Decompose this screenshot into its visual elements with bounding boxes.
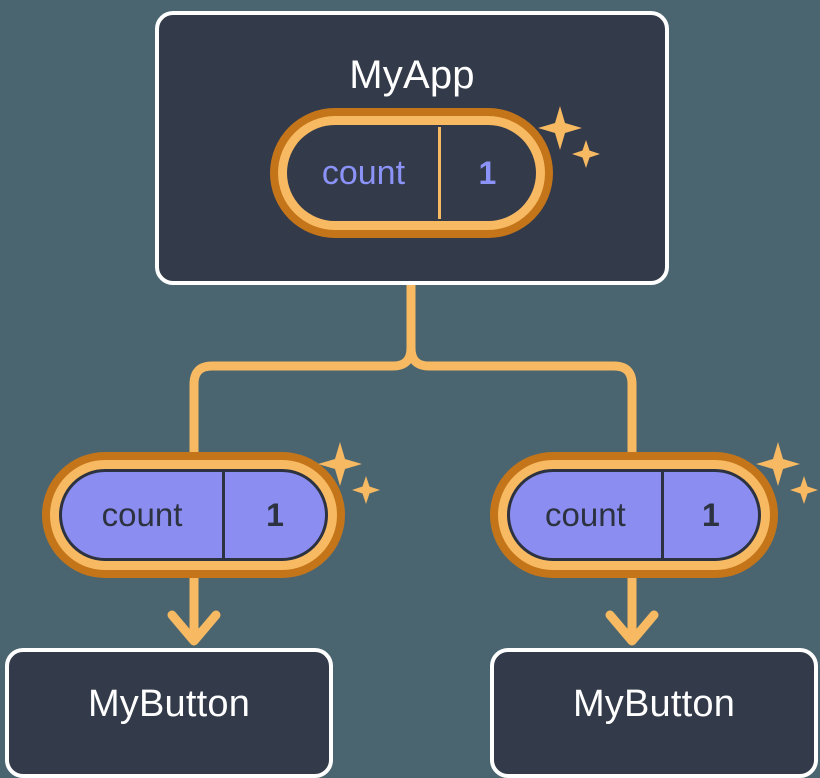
state-value-label: 1 [478, 154, 497, 191]
state-capsule-myapp[interactable]: count 1 [270, 108, 553, 238]
state-value-label: 1 [266, 496, 284, 533]
capsule-body: count 1 [287, 125, 536, 221]
state-key-label: count [289, 127, 441, 219]
capsule-inner-ring: count 1 [50, 460, 337, 570]
capsule-body: count 1 [59, 469, 328, 561]
capsule-inner-ring: count 1 [498, 460, 770, 570]
state-value-label: 1 [701, 496, 720, 533]
state-key-label: count [510, 472, 664, 558]
component-label: MyButton [87, 683, 251, 725]
state-capsule-child-left[interactable]: count 1 [42, 452, 345, 578]
capsule-inner-ring: count 1 [278, 116, 545, 230]
component-box-mybutton-left[interactable]: MyButton [5, 648, 333, 778]
component-label: MyButton [572, 683, 736, 725]
page-title: MyApp [349, 53, 475, 97]
tree-branch-connector [189, 280, 637, 457]
sparkle-star-small [790, 476, 818, 504]
capsule-body: count 1 [507, 469, 761, 561]
state-key-label: count [62, 472, 226, 558]
sparkle-star-small [352, 476, 380, 504]
component-box-mybutton-right[interactable]: MyButton [490, 648, 818, 778]
down-arrow-icon-left [167, 578, 221, 646]
down-arrow-icon-right [605, 578, 659, 646]
state-capsule-child-right[interactable]: count 1 [490, 452, 778, 578]
